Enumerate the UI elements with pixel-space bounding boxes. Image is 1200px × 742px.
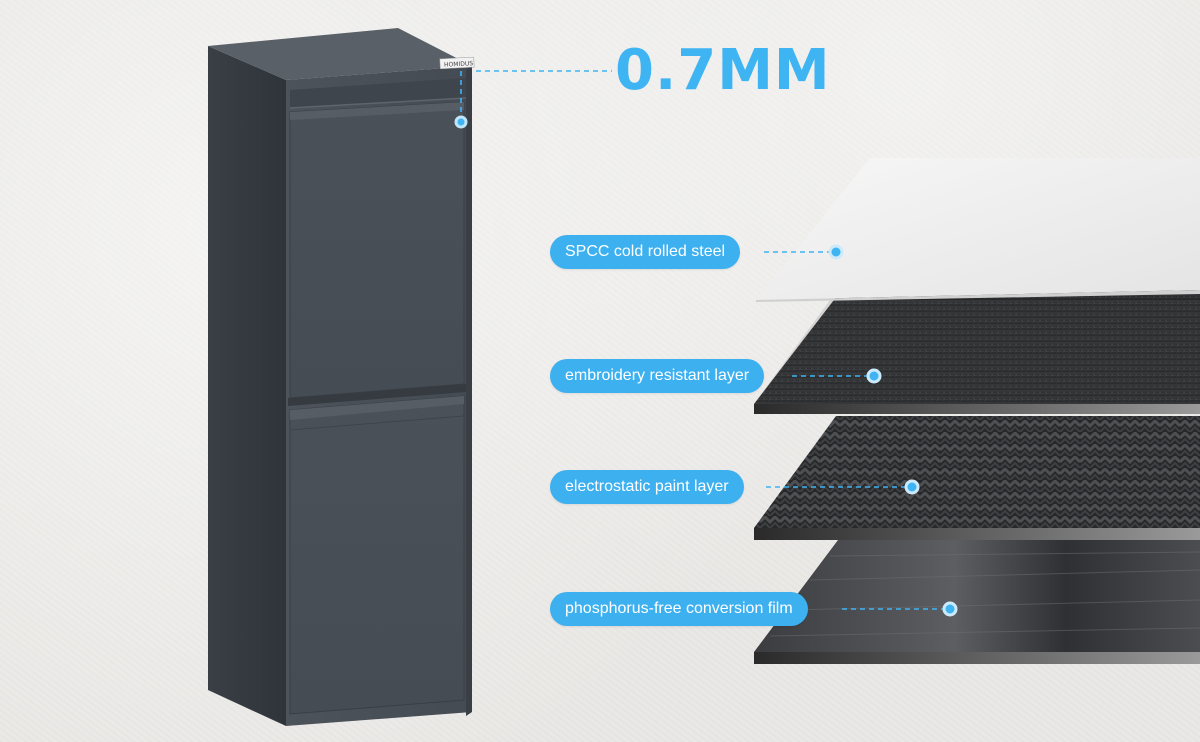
thickness-label: 0.7MM [615, 38, 831, 103]
layer-phosphorus-film [754, 540, 1200, 664]
layer-label-embroidery: embroidery resistant layer [550, 359, 765, 393]
layer-marker-dot [942, 601, 958, 617]
layer-spcc-steel [756, 158, 1200, 302]
layer-marker-dot [828, 244, 844, 260]
layer-marker-dot [904, 479, 920, 495]
layer-label-electrostatic: electrostatic paint layer [550, 470, 744, 504]
thickness-marker-dot [454, 115, 468, 129]
brand-plate [439, 56, 475, 70]
lower-door [289, 395, 465, 715]
layer-marker-dot [866, 368, 882, 384]
layer-connectors [764, 244, 958, 617]
layer-electrostatic-paint [754, 416, 1200, 540]
layer-label-spcc: SPCC cold rolled steel [550, 235, 741, 269]
cabinet: HOMIDUS [208, 28, 475, 726]
cabinet-side-panel [208, 46, 286, 726]
upper-door [289, 101, 465, 399]
cabinet-top [208, 28, 472, 80]
thickness-callout [454, 70, 612, 129]
brand-plate-text: HOMIDUS [444, 60, 474, 69]
layer-label-phosphorus: phosphorus-free conversion film [550, 592, 808, 626]
